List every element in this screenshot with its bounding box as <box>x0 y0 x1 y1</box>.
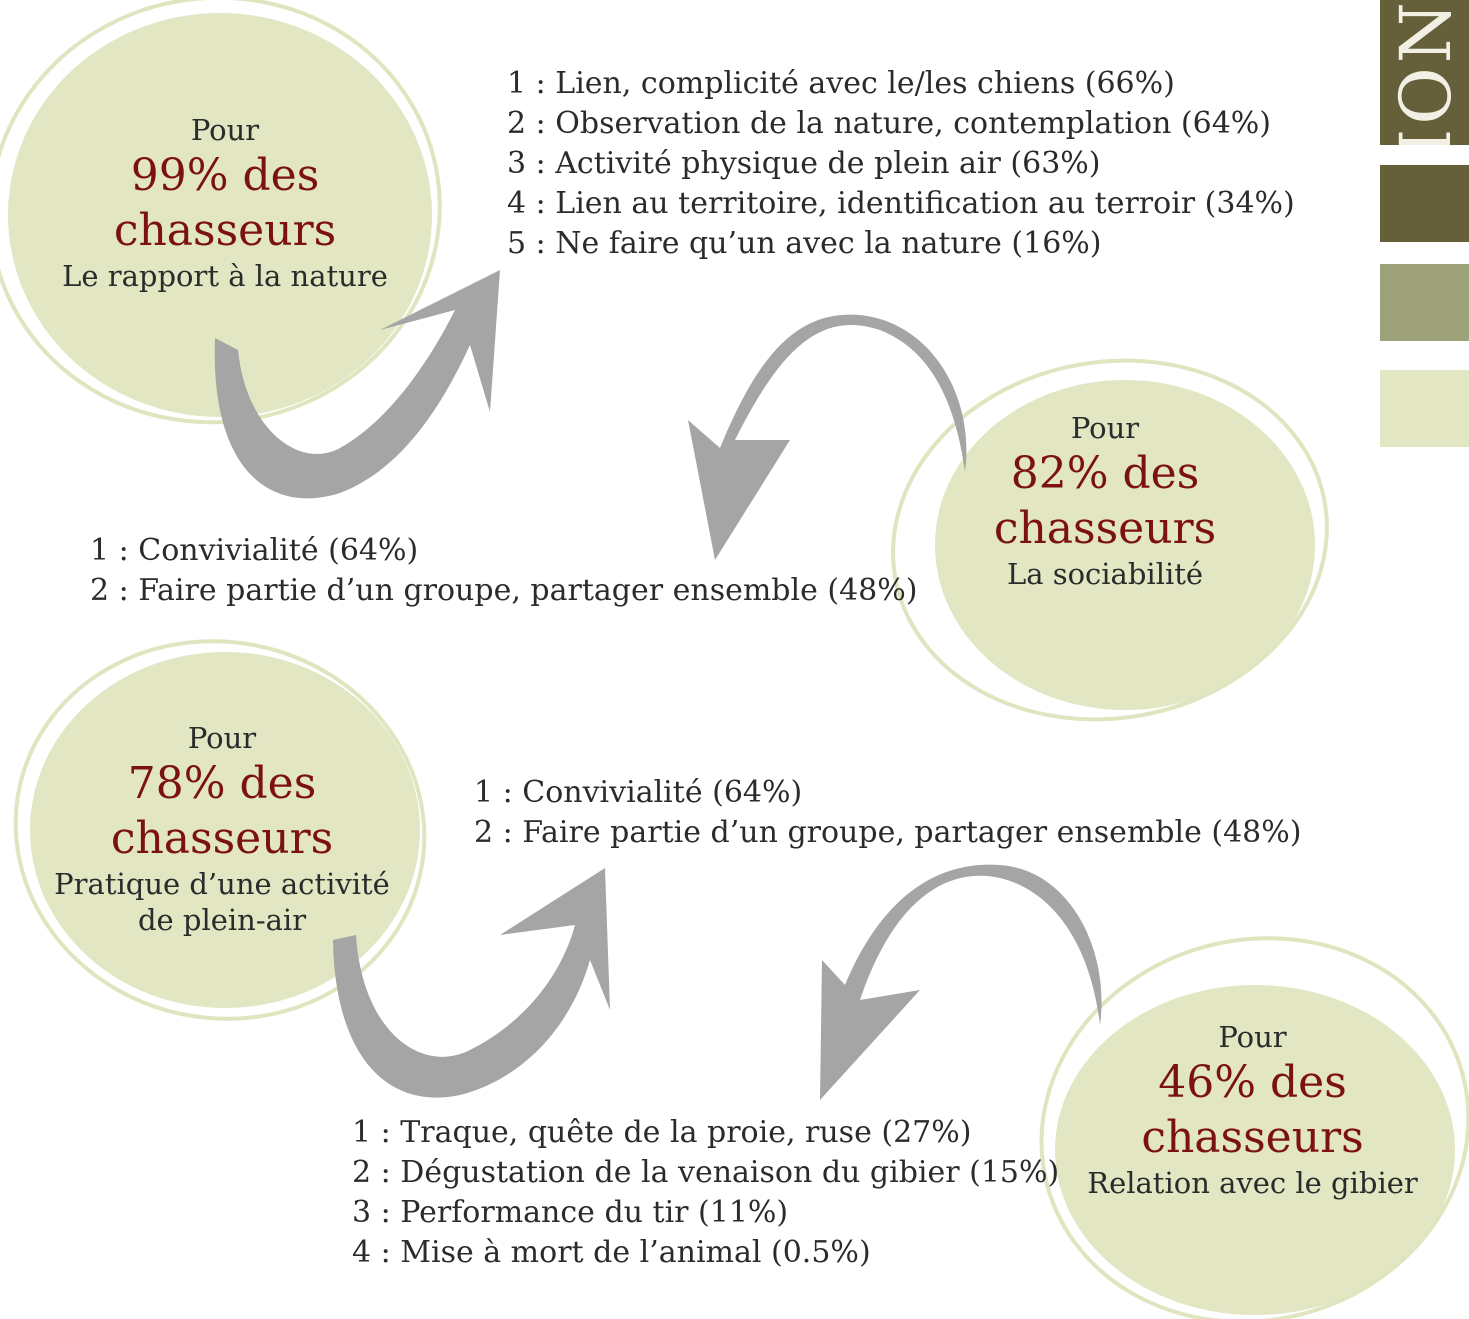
arrow-nature <box>214 270 501 499</box>
circle-gibier <box>1039 936 1469 1319</box>
list-plein-air: 1 : Convivialité (64%) 2 : Faire partie … <box>474 773 1301 853</box>
circle-sociabilite <box>891 358 1329 722</box>
list-item: 4 : Mise à mort de l’animal (0.5%) <box>352 1235 871 1270</box>
bubble-pour: Pour <box>1218 1020 1287 1054</box>
list-nature: 1 : Lien, complicité avec le/les chiens … <box>507 64 1295 264</box>
list-item: 1 : Traque, quête de la proie, ruse (27%… <box>352 1115 972 1150</box>
bubble-topic: Le rapport à la nature <box>62 258 388 293</box>
side-tab-text: NOITATION <box>1385 0 1467 145</box>
bubble-plein-air: Pour 78% des chasseurs Pratique d’une ac… <box>37 721 407 938</box>
arrow-sociabilite <box>688 314 967 560</box>
list-item: 4 : Lien au territoire, identification a… <box>507 186 1295 221</box>
list-item: 2 : Faire partie d’un groupe, partager e… <box>90 573 918 608</box>
bubble-percent-label: chasseurs <box>113 204 337 256</box>
bubble-sociabilite: Pour 82% des chasseurs La sociabilité <box>920 411 1290 592</box>
swatch-dark <box>1380 165 1469 242</box>
bubble-topic-line2: de plein-air <box>137 903 307 938</box>
arrow-gibier <box>820 864 1102 1100</box>
bubble-percent: 46% des <box>1158 1056 1347 1108</box>
bubble-topic: La sociabilité <box>1006 556 1204 591</box>
bubble-gibier: Pour 46% des chasseurs Relation avec le … <box>1065 1020 1440 1201</box>
list-item: 1 : Lien, complicité avec le/les chiens … <box>507 66 1175 101</box>
list-item: 1 : Convivialité (64%) <box>90 533 419 568</box>
list-item: 5 : Ne faire qu’un avec la nature (16%) <box>507 226 1102 261</box>
list-item: 2 : Faire partie d’un groupe, partager e… <box>474 815 1302 850</box>
bubble-pour: Pour <box>190 113 260 147</box>
bubble-percent-label: chasseurs <box>1141 1111 1364 1163</box>
bubble-percent: 78% des <box>127 757 317 809</box>
list-sociabilite: 1 : Convivialité (64%) 2 : Faire partie … <box>90 531 917 611</box>
bubble-percent-label: chasseurs <box>110 812 334 864</box>
bubble-topic: Pratique d’une activité <box>54 866 390 901</box>
list-item: 2 : Dégustation de la venaison du gibier… <box>352 1155 1060 1190</box>
list-item: 3 : Performance du tir (11%) <box>352 1195 789 1230</box>
list-gibier: 1 : Traque, quête de la proie, ruse (27%… <box>352 1113 1059 1273</box>
circle-plein-air <box>13 639 427 1021</box>
bubble-percent-label: chasseurs <box>993 502 1217 554</box>
list-item: 2 : Observation de la nature, contemplat… <box>507 106 1272 141</box>
bubble-pour: Pour <box>187 721 257 755</box>
bubble-percent: 82% des <box>1010 447 1200 499</box>
list-item: 3 : Activité physique de plein air (63%) <box>507 146 1101 181</box>
bubble-percent: 99% des <box>130 149 320 201</box>
side-tab: NOITATION <box>1380 0 1469 145</box>
bubble-topic: Relation avec le gibier <box>1087 1165 1418 1200</box>
list-item: 1 : Convivialité (64%) <box>474 775 803 810</box>
bubble-nature: Pour 99% des chasseurs Le rapport à la n… <box>40 113 410 294</box>
bubble-pour: Pour <box>1070 411 1140 445</box>
arrow-plein-air <box>333 868 610 1098</box>
swatch-light <box>1380 370 1469 447</box>
swatch-mid <box>1380 264 1469 341</box>
